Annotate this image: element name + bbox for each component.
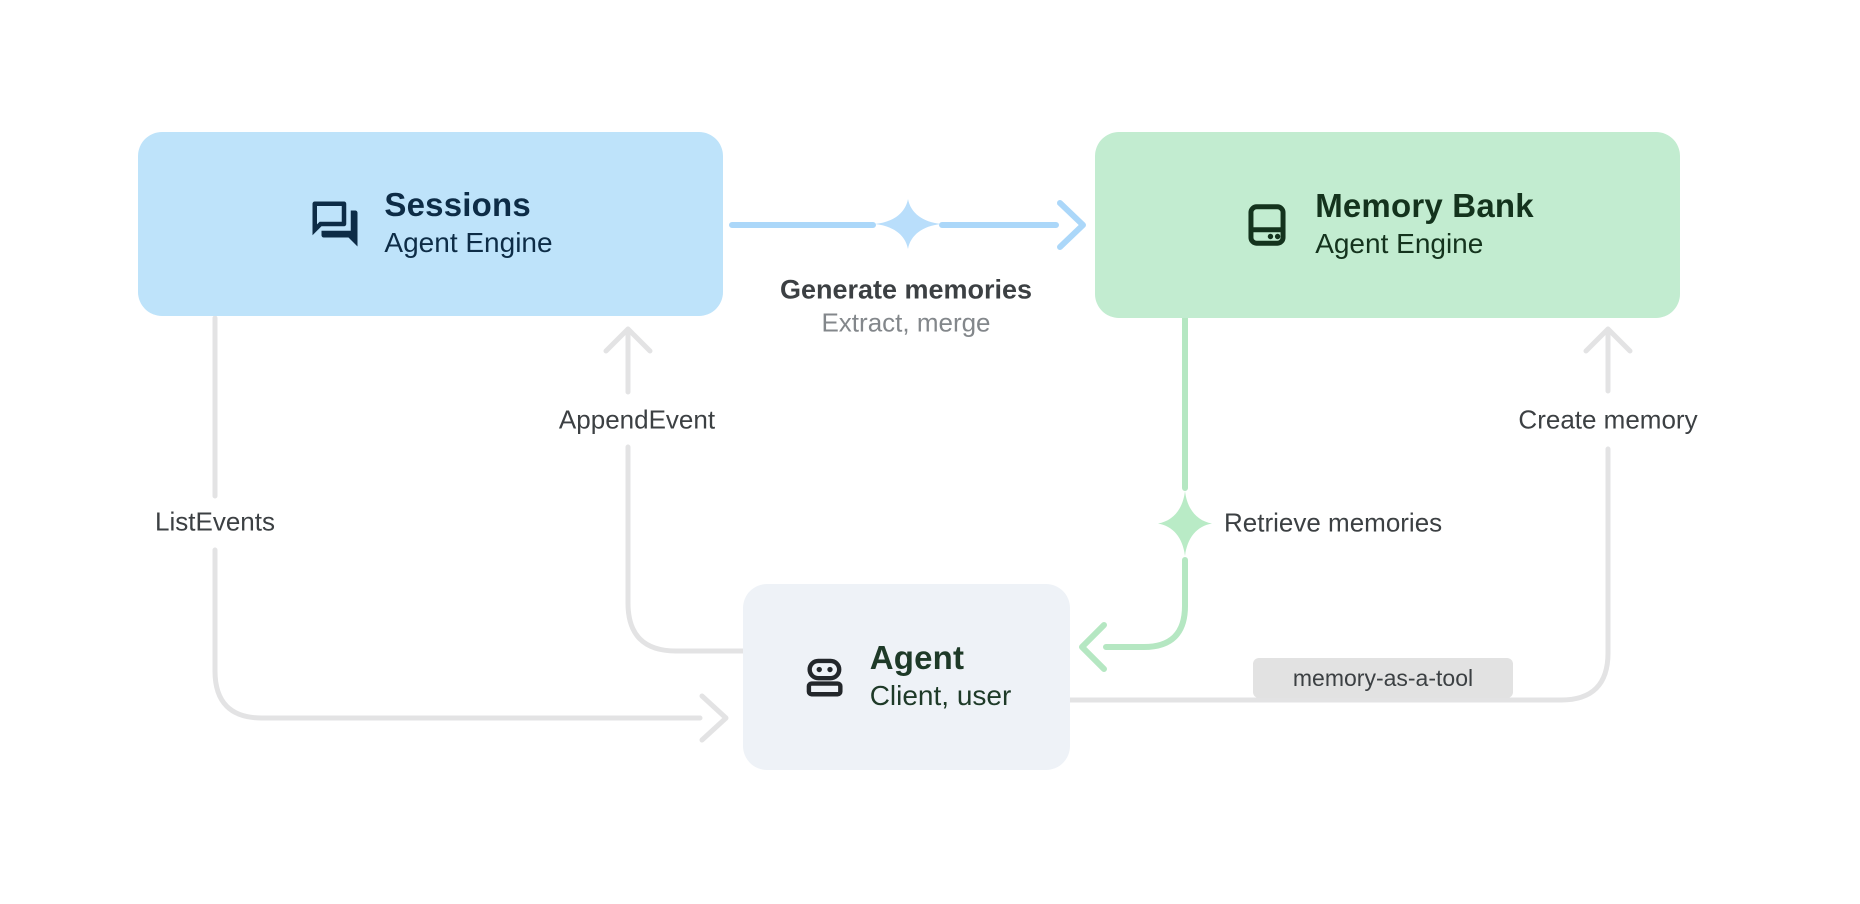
node-subtitle: Client, user: [869, 680, 1012, 712]
generate-memories-label: Generate memories: [779, 274, 1033, 305]
node-subtitle: Agent Engine: [1315, 228, 1484, 260]
create-memory-arrowhead-icon: [1583, 326, 1633, 354]
node-title: Memory Bank: [1315, 187, 1534, 225]
list-events-label: ListEvents: [155, 506, 275, 537]
retrieve-memories-line: [1103, 315, 1188, 650]
chat-icon: [312, 201, 358, 247]
create-memory-label: Create memory: [1518, 404, 1698, 435]
append-event-label: AppendEvent: [558, 404, 716, 435]
node-agent: Agent Client, user: [743, 584, 1070, 770]
node-memory-bank: Memory Bank Agent Engine: [1095, 132, 1680, 318]
list-events-arrowhead-icon: [699, 693, 729, 743]
node-title: Agent: [869, 639, 965, 677]
node-title: Sessions: [384, 186, 531, 224]
sparkle-icon: [875, 199, 941, 249]
extract-merge-sublabel: Extract, merge: [821, 307, 991, 338]
robot-icon: [806, 658, 843, 697]
list-events-line: [212, 315, 703, 721]
append-event-line: [625, 329, 746, 654]
node-sessions: Sessions Agent Engine: [138, 132, 723, 316]
create-memory-line: [1067, 329, 1611, 703]
generate-memories-arrowhead-icon: [1057, 200, 1086, 250]
append-event-arrowhead-icon: [603, 326, 653, 354]
retrieve-memories-label: Retrieve memories: [1224, 507, 1443, 538]
sparkle-icon: [1158, 491, 1212, 556]
memory-as-a-tool-badge: memory-as-a-tool: [1253, 658, 1513, 698]
storage-icon: [1248, 204, 1286, 246]
node-subtitle: Agent Engine: [384, 227, 553, 259]
retrieve-memories-arrowhead-icon: [1079, 622, 1107, 672]
